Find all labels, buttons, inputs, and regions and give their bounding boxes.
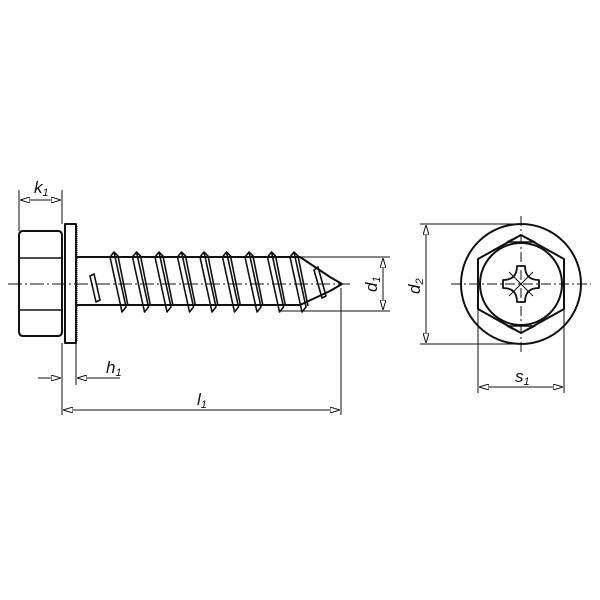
s1-label: s1 bbox=[515, 367, 530, 388]
k1-label: k1 bbox=[34, 178, 49, 199]
hex-head bbox=[18, 230, 63, 337]
end-dimensions bbox=[420, 223, 565, 393]
l1-label: l1 bbox=[197, 390, 207, 411]
thread-start bbox=[89, 273, 101, 303]
d1-label: d1 bbox=[362, 276, 383, 292]
thread-crest bbox=[266, 251, 287, 313]
thread-crest bbox=[199, 251, 219, 313]
thread-tip bbox=[313, 266, 327, 299]
side-view bbox=[8, 223, 350, 344]
dimensions bbox=[18, 190, 390, 415]
thread-crest bbox=[176, 251, 197, 313]
thread-crest bbox=[109, 251, 129, 313]
phillips-recess-icon bbox=[502, 265, 540, 303]
thread-crest bbox=[244, 251, 264, 313]
thread-crest bbox=[131, 251, 152, 313]
thread-crest bbox=[221, 251, 242, 313]
d2-label: d2 bbox=[405, 278, 426, 294]
end-view bbox=[451, 216, 591, 352]
thread-crest bbox=[154, 251, 174, 313]
threads bbox=[89, 251, 327, 313]
h1-label: h1 bbox=[106, 358, 122, 379]
thread-crest bbox=[289, 251, 309, 313]
